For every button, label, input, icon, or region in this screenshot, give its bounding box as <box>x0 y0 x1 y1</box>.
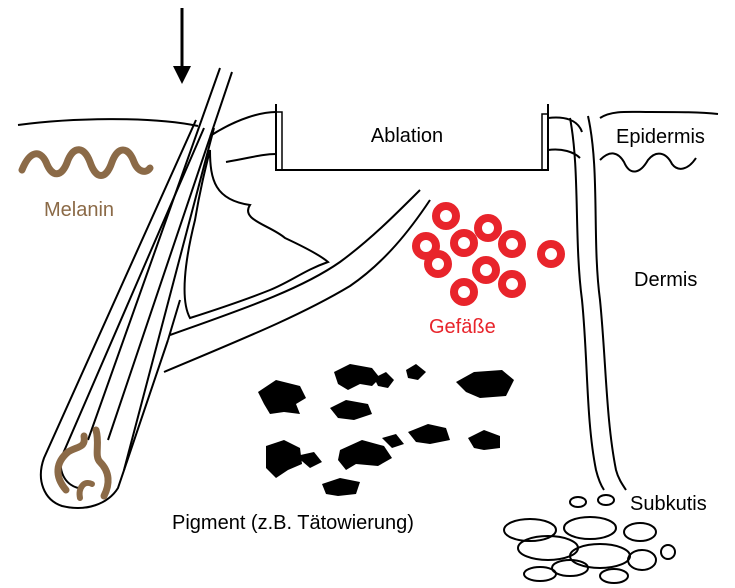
pigment-particle <box>382 434 404 448</box>
pigment-particle <box>338 440 392 470</box>
vessel <box>502 234 522 254</box>
vessel <box>428 254 448 274</box>
skin-surface-inner <box>210 112 276 136</box>
label-epidermis: Epidermis <box>616 126 705 148</box>
label-ablation: Ablation <box>371 125 443 147</box>
melanin-bulb <box>58 430 108 498</box>
skin-surface-left <box>18 119 198 126</box>
label-melanin: Melanin <box>44 199 114 221</box>
label-pigment: Pigment (z.B. Tätowierung) <box>172 512 414 534</box>
vessel <box>541 244 561 264</box>
pigment-particle <box>408 424 450 444</box>
vessel <box>454 282 474 302</box>
sebaceous-gland <box>185 150 328 318</box>
vessel <box>454 233 474 253</box>
vessel <box>502 274 522 294</box>
vessel <box>478 218 498 238</box>
label-subkutis: Subkutis <box>630 493 707 515</box>
label-dermis: Dermis <box>634 269 697 291</box>
hair-follicle <box>41 68 232 508</box>
label-gefaesse: Gefäße <box>429 316 496 338</box>
pigment-particles <box>258 364 514 496</box>
down-arrow-icon <box>173 8 191 84</box>
pigment-particle <box>322 478 360 496</box>
pigment-particle <box>334 364 380 390</box>
dermis-vessel-wall <box>570 116 626 490</box>
pigment-particle <box>456 370 514 398</box>
melanin-epidermis <box>22 150 150 176</box>
pigment-particle <box>468 430 500 450</box>
vessel <box>436 206 456 226</box>
pigment-particle <box>258 380 306 414</box>
vessel <box>476 260 496 280</box>
blood-vessels <box>416 206 561 302</box>
pigment-particle <box>330 400 372 420</box>
pigment-particle <box>406 364 426 380</box>
pigment-particle <box>266 440 302 478</box>
